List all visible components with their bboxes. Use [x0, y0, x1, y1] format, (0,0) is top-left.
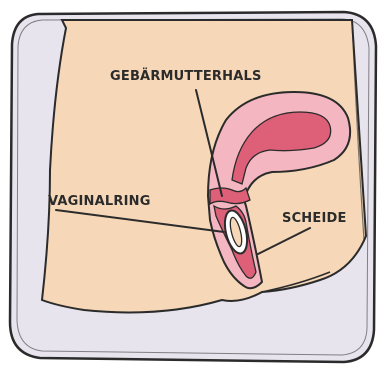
cervix-label: GEBÄRMUTTERHALS: [110, 68, 262, 84]
vaginal-ring-label: VAGINALRING: [48, 194, 151, 209]
vagina-label: SCHEIDE: [282, 211, 347, 226]
cervix: [210, 188, 250, 204]
